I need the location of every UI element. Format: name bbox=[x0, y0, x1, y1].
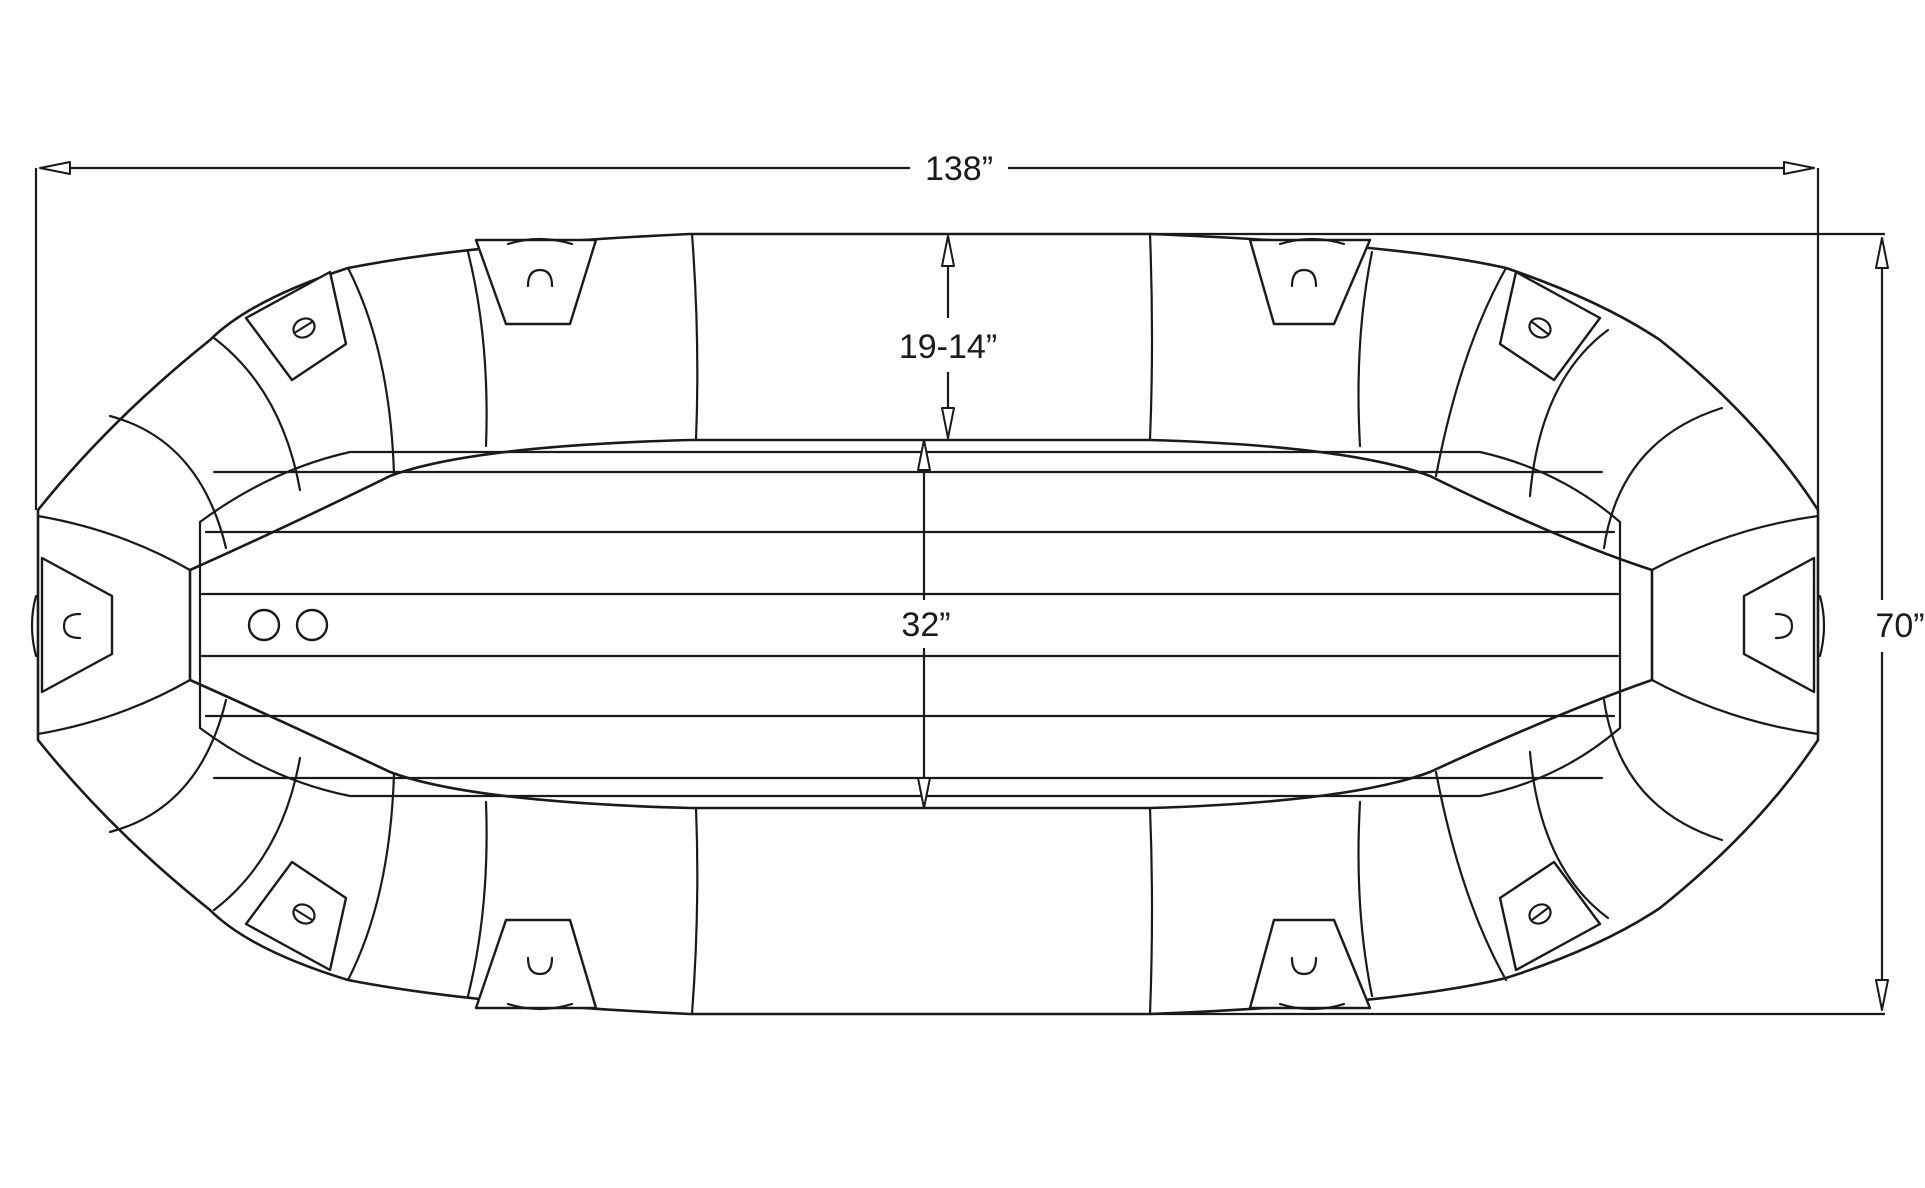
tube-dimension: 19-14” bbox=[899, 235, 997, 439]
tube-segments bbox=[36, 232, 1820, 1016]
d-ring-handles bbox=[30, 237, 1826, 1011]
d-ring-handle-icon bbox=[30, 556, 114, 694]
d-ring-icon bbox=[244, 270, 348, 382]
raft-hull bbox=[36, 232, 1820, 1016]
drain-holes bbox=[247, 608, 329, 642]
d-ring-icon bbox=[1498, 860, 1602, 972]
width-dimension: 70” bbox=[1150, 232, 1925, 1016]
drain-hole-icon bbox=[295, 608, 329, 642]
length-dimension: 138” bbox=[34, 150, 1820, 510]
inner-width-dimension: 32” bbox=[901, 439, 951, 809]
d-ring-handle-icon bbox=[474, 918, 598, 1011]
tube-diameter-label: 19-14” bbox=[899, 328, 997, 366]
d-ring-handle-icon bbox=[1248, 918, 1372, 1011]
length-label: 138” bbox=[925, 150, 993, 188]
width-label: 70” bbox=[1875, 607, 1924, 645]
inner-width-label: 32” bbox=[901, 606, 950, 644]
d-ring-handle-icon bbox=[1248, 237, 1372, 326]
d-ring-icon bbox=[1498, 270, 1602, 382]
d-ring-icon bbox=[244, 860, 348, 972]
d-ring-handle-icon bbox=[474, 237, 598, 326]
d-ring-handle-icon bbox=[1742, 556, 1826, 694]
drain-hole-icon bbox=[247, 608, 281, 642]
